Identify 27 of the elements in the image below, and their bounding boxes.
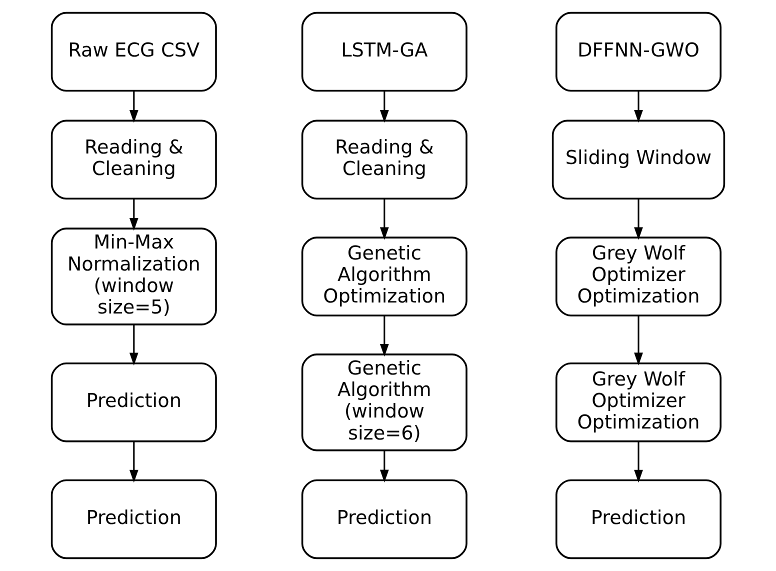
- node-box: Min-Max Normalization (window size=5): [50, 228, 217, 326]
- arrow: [129, 198, 138, 231]
- node-box: LSTM-GA: [301, 12, 468, 92]
- node-box: Reading & Cleaning: [50, 120, 217, 200]
- node-box: Genetic Algorithm Optimization: [301, 236, 468, 316]
- node-box: Sliding Window: [552, 120, 726, 200]
- arrow: [380, 450, 389, 482]
- node-box: Genetic Algorithm (window size=6): [301, 354, 468, 452]
- arrow: [380, 91, 389, 123]
- arrow: [129, 91, 138, 123]
- node-box: Prediction: [50, 479, 217, 560]
- node-box: Prediction: [556, 479, 722, 560]
- arrow: [129, 441, 138, 483]
- arrow: [634, 316, 643, 366]
- arrow: [634, 91, 643, 123]
- node-box: Raw ECG CSV: [50, 12, 217, 92]
- node-box: Prediction: [301, 479, 468, 560]
- node-box: Grey Wolf Optimizer Optimization: [556, 236, 722, 316]
- node-box: Reading & Cleaning: [301, 120, 468, 200]
- node-box: Prediction: [50, 362, 217, 442]
- arrow: [634, 198, 643, 240]
- node-box: DFFNN-GWO: [556, 12, 722, 92]
- arrow: [380, 198, 389, 240]
- arrow: [129, 324, 138, 366]
- node-box: Grey Wolf Optimizer Optimization: [556, 362, 722, 442]
- arrow: [634, 441, 643, 483]
- arrow: [380, 316, 389, 357]
